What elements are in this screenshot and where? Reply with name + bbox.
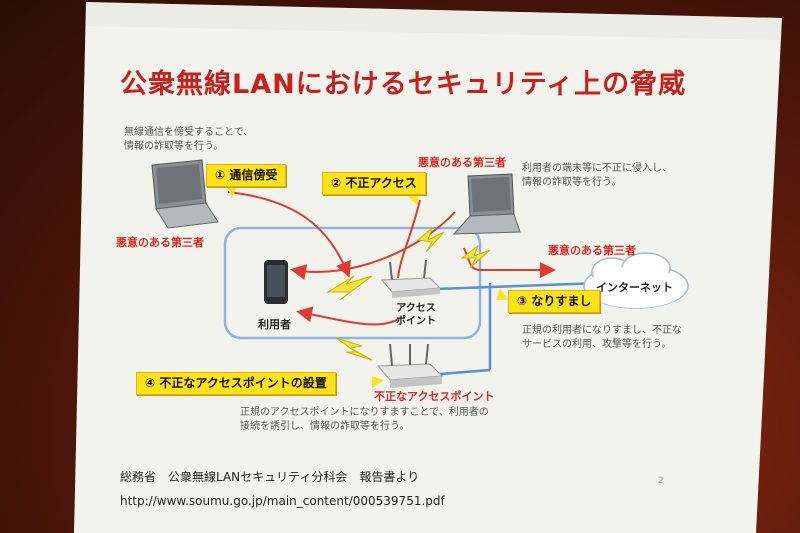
laptop-left-icon bbox=[151, 159, 219, 229]
spoofing-note-line-1: 正規の利用者になりすまし、不正な bbox=[522, 325, 682, 336]
threat-4-callout: ④ 不正なアクセスポイントの設置 bbox=[136, 372, 336, 395]
internet-label: インターネット bbox=[596, 281, 673, 294]
unauthorized-access-note-line-2: 情報の詐取等を行う。 bbox=[522, 177, 622, 188]
attacker-label-right: 悪意のある第三者 bbox=[548, 244, 636, 257]
spoofing-note: 正規の利用者になりすまし、不正な サービスの利用、攻撃等を行う。 bbox=[522, 324, 682, 352]
source-citation: 総務省 公衆無線LANセキュリティ分科会 報告書より bbox=[120, 470, 420, 484]
rogue-ap-note: 正規のアクセスポイントになりすますことで、利用者の 接続を誘引し、情報の詐取等を… bbox=[240, 406, 489, 434]
source-url: http://www.soumu.go.jp/main_content/0005… bbox=[120, 494, 445, 508]
rogue-link-horizontal bbox=[439, 368, 491, 376]
wireless-bolt-4 bbox=[460, 244, 491, 269]
unauthorized-access-note-line-1: 利用者の端末等に不正に侵入し、 bbox=[522, 163, 672, 174]
bubble2-pointer bbox=[404, 192, 418, 206]
interception-note-line-2: 情報の詐取等を行う。 bbox=[124, 141, 224, 152]
wireless-bolt-1 bbox=[326, 275, 373, 301]
threat-1-callout: ① 通信傍受 bbox=[206, 164, 287, 187]
spoofing-note-line-2: サービスの利用、攻撃等を行う。 bbox=[522, 339, 672, 350]
rogue-ap-note-line-2: 接続を誘引し、情報の詐取等を行う。 bbox=[240, 421, 410, 432]
network-area-outline bbox=[223, 226, 482, 340]
threat-2-callout: ② 不正アクセス bbox=[322, 172, 426, 195]
rogue-ap-arrow bbox=[296, 306, 401, 326]
access-arrow-2 bbox=[397, 199, 421, 279]
access-point-label: アクセス ポイント bbox=[396, 302, 436, 328]
access-point-icon bbox=[380, 259, 442, 298]
internet-cloud-icon bbox=[583, 252, 689, 309]
wireless-bolt-3 bbox=[416, 226, 445, 253]
access-point-label-line-2: ポイント bbox=[396, 316, 436, 327]
page-number: 2 bbox=[658, 476, 664, 486]
bubble1-pointer bbox=[226, 184, 238, 198]
interception-note: 無線通信を傍受することで、 情報の詐取等を行う。 bbox=[124, 126, 253, 154]
user-label: 利用者 bbox=[258, 318, 291, 331]
attacker-label-top: 悪意のある第三者 bbox=[418, 156, 506, 169]
laptop-right-icon bbox=[452, 173, 521, 235]
wireless-bolt-2 bbox=[335, 337, 373, 361]
bubble4-pointer bbox=[372, 376, 384, 388]
unauthorized-access-note: 利用者の端末等に不正に侵入し、 情報の詐取等を行う。 bbox=[522, 162, 672, 190]
slide-panel bbox=[74, 2, 782, 533]
rogue-access-point-icon bbox=[376, 343, 444, 388]
interception-arrow bbox=[227, 191, 351, 278]
rogue-ap-label: 不正なアクセスポイント bbox=[374, 390, 495, 403]
bubble3-pointer bbox=[496, 288, 508, 300]
access-point-label-line-1: アクセス bbox=[396, 303, 436, 314]
slide-title: 公衆無線LANにおけるセキュリティ上の脅威 bbox=[120, 69, 687, 100]
smartphone-icon bbox=[264, 260, 288, 304]
unauthorized-access-arrow bbox=[290, 211, 456, 280]
threat-3-callout: ③ なりすまし bbox=[508, 290, 601, 313]
attacker-label-left: 悪意のある第三者 bbox=[116, 236, 204, 249]
rogue-ap-note-line-1: 正規のアクセスポイントになりすますことで、利用者の bbox=[240, 407, 489, 418]
interception-note-line-1: 無線通信を傍受することで、 bbox=[124, 127, 254, 138]
